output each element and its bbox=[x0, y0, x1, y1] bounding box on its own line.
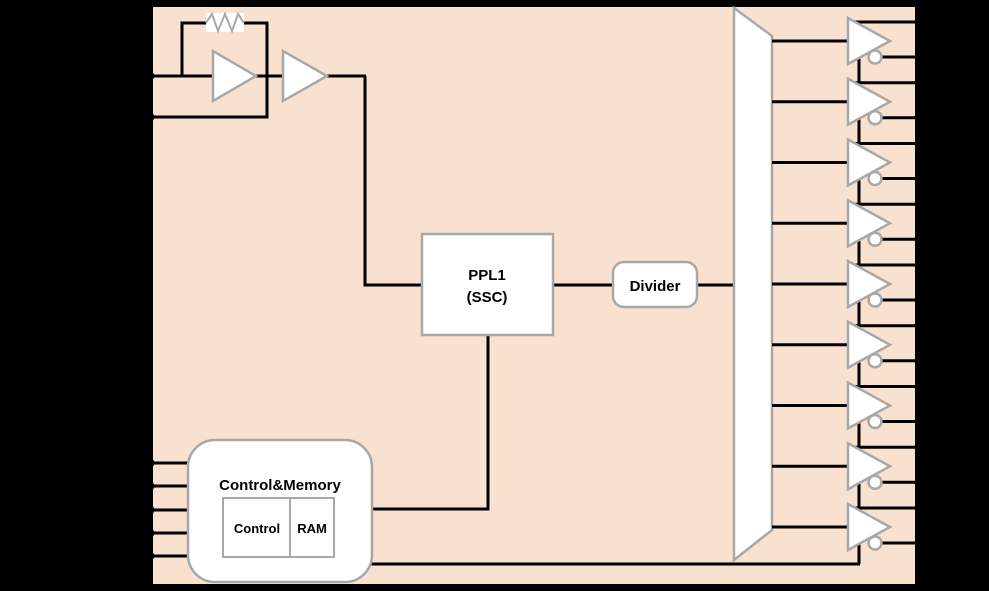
output-buffers bbox=[772, 15, 922, 564]
inverting-bubble-icon bbox=[867, 49, 883, 65]
inverting-bubble-icon bbox=[867, 170, 883, 187]
output-buffer bbox=[846, 15, 922, 67]
control-input-stubs bbox=[145, 458, 190, 561]
feedback-loop-wire bbox=[150, 21, 269, 119]
divider-label: Divider bbox=[630, 278, 681, 295]
inverting-bubble-icon bbox=[867, 231, 883, 247]
pll-to-control-wire bbox=[368, 335, 490, 511]
control-input-pin-dot bbox=[145, 528, 155, 538]
inverting-bubble-icon bbox=[867, 413, 883, 430]
output-buffer bbox=[846, 319, 922, 370]
control-input-pin-dot bbox=[145, 458, 155, 468]
inverting-bubble-icon bbox=[867, 353, 883, 369]
output-buffer bbox=[846, 258, 922, 310]
output-buffer bbox=[846, 441, 922, 492]
pll-label-line2: (SSC) bbox=[467, 289, 508, 306]
feedback-resistor-icon bbox=[205, 11, 245, 34]
control-memory-title: Control&Memory bbox=[219, 477, 341, 494]
pll-block: PPL1 (SSC) bbox=[420, 232, 555, 337]
osc-to-pll-wire bbox=[363, 76, 422, 287]
inverting-bubble-icon bbox=[867, 292, 883, 308]
control-cell-label: Control bbox=[234, 521, 280, 536]
xtal-pin-dot-1 bbox=[145, 71, 155, 81]
control-input-pin-dot bbox=[145, 481, 155, 491]
output-buffer bbox=[846, 380, 922, 431]
control-memory-block: Control&Memory Control RAM bbox=[145, 438, 374, 584]
control-input-pin-dot bbox=[145, 505, 155, 515]
divider-block: Divider bbox=[611, 260, 699, 309]
osc-amp-triangle bbox=[211, 48, 259, 104]
inverting-bubble-icon bbox=[867, 535, 883, 551]
mux-trapezoid bbox=[732, 5, 774, 563]
ram-cell-label: RAM bbox=[297, 521, 327, 536]
pll-label-line1: PPL1 bbox=[468, 267, 506, 284]
ram-cell bbox=[289, 497, 335, 558]
inverting-bubble-icon bbox=[867, 474, 883, 490]
inverting-bubble-icon bbox=[867, 110, 883, 126]
control-input-pin-dot bbox=[145, 551, 155, 561]
output-buffer bbox=[846, 501, 922, 553]
output-buffer bbox=[846, 137, 922, 188]
output-buffer bbox=[846, 198, 922, 249]
control-cell bbox=[222, 497, 291, 558]
osc-buffer-triangle bbox=[281, 48, 330, 104]
crystal-oscillator bbox=[145, 11, 422, 287]
output-buffer bbox=[846, 76, 922, 127]
xtal-pin-dot-2 bbox=[145, 112, 155, 122]
